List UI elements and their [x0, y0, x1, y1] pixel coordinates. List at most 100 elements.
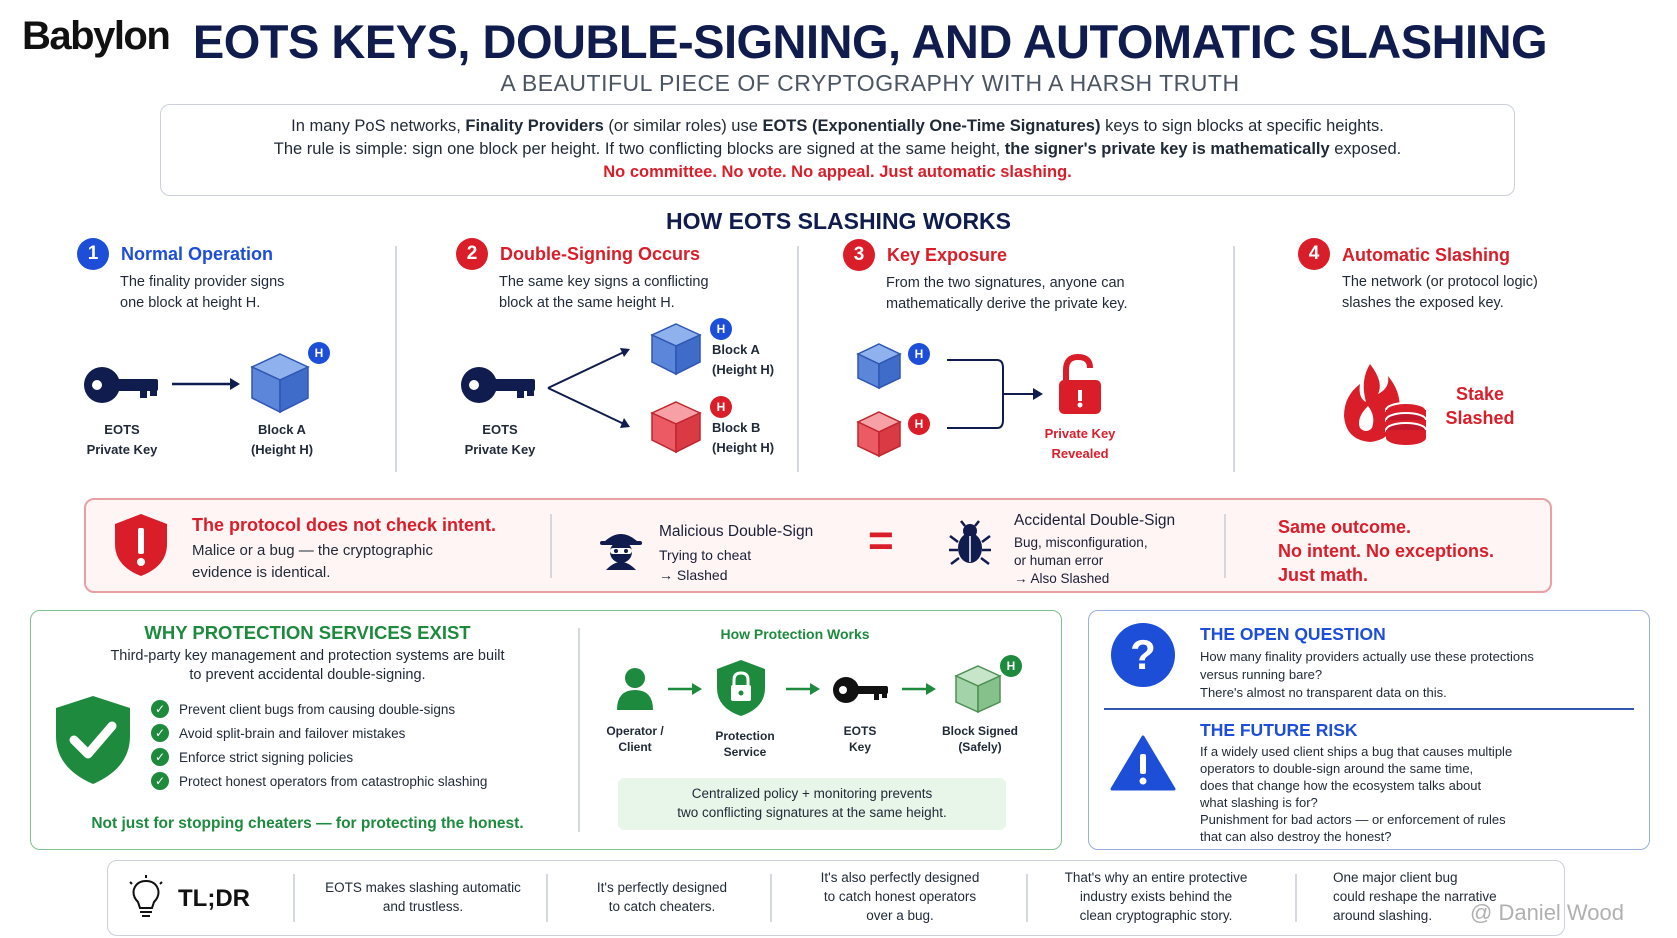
caption-line: (Safely)	[958, 740, 1002, 754]
key-icon	[84, 367, 158, 403]
malicious-result: → Slashed	[659, 567, 728, 583]
how-protection-title: How Protection Works	[720, 626, 870, 642]
tldr-item: EOTS makes slashing automatic and trustl…	[303, 878, 543, 916]
divider	[1224, 514, 1226, 578]
step-2-number: 2	[456, 238, 488, 270]
cube-green-icon	[954, 665, 1002, 714]
block-a-caption: Block A (Height H)	[712, 340, 774, 380]
tldr-label: TL;DR	[178, 885, 250, 912]
stake-slashed-label: Stake Slashed	[1430, 382, 1530, 430]
step-desc-line: From the two signatures, anyone can	[886, 275, 1125, 291]
lightbulb-icon	[129, 875, 163, 917]
risk-desc: If a widely used client ships a bug that…	[1200, 743, 1512, 845]
risk-title: THE FUTURE RISK	[1200, 720, 1358, 740]
intro-text: exposed.	[1329, 140, 1402, 158]
divider	[578, 628, 580, 832]
cube-blue-icon	[856, 343, 902, 390]
intro-line-3: No committee. No vote. No appeal. Just a…	[603, 163, 1072, 181]
tldr-item: That's why an entire protective industry…	[1036, 868, 1276, 925]
bullet-text: Enforce strict signing policies	[179, 749, 354, 765]
intent-desc: Malice or a bug — the cryptographic evid…	[192, 540, 433, 584]
desc-line: to prevent accidental double-signing.	[189, 667, 426, 683]
step-divider	[395, 246, 397, 472]
arrow-right-icon	[786, 683, 820, 695]
key-icon	[833, 677, 888, 703]
caption-line: EOTS	[843, 724, 877, 738]
caption-line: EOTS	[482, 422, 518, 437]
check-icon: ✓	[151, 724, 169, 742]
divider	[550, 514, 552, 578]
step-desc-line: block at the same height H.	[499, 295, 675, 311]
protection-box	[30, 610, 1062, 850]
tldr-line: to catch cheaters.	[608, 899, 716, 914]
question-title: THE OPEN QUESTION	[1200, 624, 1386, 644]
step-4-number: 4	[1298, 238, 1330, 270]
height-badge: H	[710, 318, 732, 340]
desc-line: There's almost no transparent data on th…	[1200, 685, 1447, 700]
caption-line: Client	[618, 740, 652, 754]
tldr-item: It's perfectly designed to catch cheater…	[556, 878, 768, 916]
accidental-block: Accidental Double-Sign Bug, misconfigura…	[1014, 512, 1175, 588]
bug-icon	[949, 520, 991, 565]
tldr-line: EOTS makes slashing automatic	[325, 880, 521, 895]
intro-line-1: In many PoS networks, Finality Providers…	[161, 115, 1514, 138]
key-caption: EOTS Private Key	[72, 420, 172, 460]
outcome-line: No intent. No exceptions.	[1278, 541, 1495, 561]
divider	[770, 874, 772, 922]
tldr-line: It's perfectly designed	[596, 880, 728, 895]
caption-line: Block B	[712, 420, 761, 435]
step-1-number: 1	[77, 238, 109, 270]
page-title: EOTS KEYS, DOUBLE-SIGNING, AND AUTOMATIC…	[192, 15, 1548, 68]
intro-box: In many PoS networks, Finality Providers…	[160, 104, 1515, 196]
key-icon	[461, 367, 535, 403]
watermark: @ Daniel Wood	[1470, 900, 1624, 925]
label-line: Stake	[1455, 384, 1505, 404]
person-icon	[617, 668, 653, 710]
step-desc-line: The finality provider signs	[120, 274, 285, 290]
height-badge: H	[710, 396, 732, 418]
tldr-line: to catch honest operators	[823, 889, 977, 904]
caption-line: EOTS	[104, 422, 140, 437]
divider	[1026, 874, 1028, 922]
shield-alert-icon	[115, 514, 167, 576]
caption-line: Private Key	[1044, 426, 1116, 441]
flow-captions: Operator / Client Protection Service EOT…	[600, 723, 1020, 759]
flow-caption: Operator / Client	[600, 723, 670, 755]
desc-line: How many finality providers actually use…	[1200, 649, 1534, 664]
height-badge: H	[308, 342, 330, 364]
intro-line-2: The rule is simple: sign one block per h…	[161, 138, 1514, 161]
question-box	[1088, 610, 1650, 850]
fork-arrows-icon	[547, 348, 630, 428]
flow-caption: EOTS Key	[825, 723, 895, 755]
step-3-title: Key Exposure	[887, 245, 1008, 265]
policy-note: Centralized policy + monitoring prevents…	[618, 778, 1006, 830]
desc-line: that can also destroy the honest?	[1200, 829, 1392, 844]
caption-line: Block A	[258, 422, 306, 437]
bullet-text: Protect honest operators from catastroph…	[179, 773, 488, 789]
desc-line: Punishment for bad actors — or enforceme…	[1200, 812, 1506, 827]
unlocked-padlock-icon	[1059, 354, 1101, 414]
check-icon: ✓	[151, 700, 169, 718]
tldr-line: and trustless.	[382, 899, 464, 914]
cube-blue-icon	[650, 323, 702, 376]
fire-coins-icon	[1344, 364, 1427, 445]
arrow-right-icon	[172, 378, 240, 390]
malicious-title: Malicious Double-Sign	[659, 523, 814, 540]
caption-line: (Height H)	[250, 442, 314, 457]
flow-caption: Protection Service	[705, 728, 785, 760]
tldr-line: clean cryptographic story.	[1079, 908, 1233, 923]
protection-title: WHY PROTECTION SERVICES EXIST	[144, 622, 471, 643]
caption-line: Revealed	[1051, 446, 1109, 461]
equals-sign: =	[868, 516, 894, 565]
bullet-item: ✓ Protect honest operators from catastro…	[151, 769, 487, 793]
intro-text: keys to sign blocks at specific heights.	[1100, 117, 1384, 135]
caption-line: Service	[723, 745, 767, 759]
malicious-desc: Trying to cheat	[659, 547, 752, 563]
intro-text: (or similar roles) use	[603, 117, 763, 135]
caption-line: Key	[848, 740, 871, 754]
step-4-desc: The network (or protocol logic) slashes …	[1342, 272, 1538, 314]
desc-line: Malice or a bug — the cryptographic	[192, 542, 433, 559]
caption-line: Block Signed	[941, 724, 1018, 738]
bullet-text: Avoid split-brain and failover mistakes	[179, 725, 406, 741]
page-subtitle: A BEAUTIFUL PIECE OF CRYPTOGRAPHY WITH A…	[500, 70, 1240, 96]
